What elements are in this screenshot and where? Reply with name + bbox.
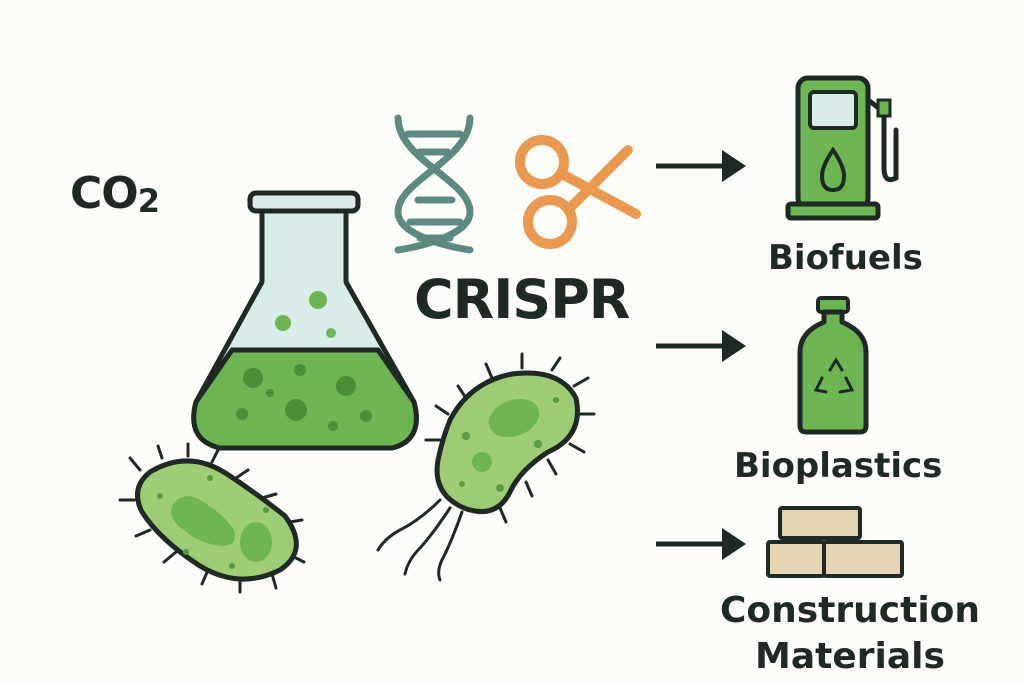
bioplastics-label: Bioplastics xyxy=(734,446,943,486)
construction-materials-label: Construction Materials xyxy=(719,590,981,677)
bottle-recycle-icon xyxy=(797,296,869,435)
bricks-icon xyxy=(766,506,904,578)
dna-icon xyxy=(394,114,474,254)
co2-label: CO2 xyxy=(70,168,160,220)
fuel-pump-icon xyxy=(785,75,899,221)
scissors-icon xyxy=(515,135,641,249)
flask-icon xyxy=(191,190,419,451)
arrow-right-icon xyxy=(656,330,746,362)
bacterium-icon xyxy=(376,352,596,582)
crispr-label: CRISPR xyxy=(414,268,630,331)
bacterium-icon xyxy=(118,442,306,594)
biofuels-label: Biofuels xyxy=(768,238,923,278)
arrow-right-icon xyxy=(656,150,746,182)
arrow-right-icon xyxy=(656,528,746,560)
